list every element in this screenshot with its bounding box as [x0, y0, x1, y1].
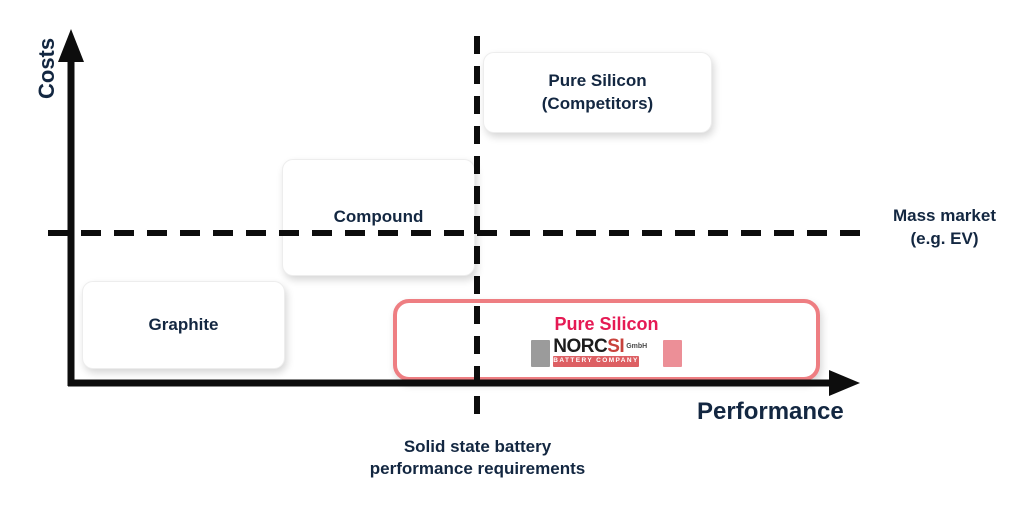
mass-market-annotation-line1: Mass market [892, 206, 996, 225]
norcsi-logo-banner: BATTERY COMPANY [553, 355, 639, 367]
norcsi-logo-text-block: NORC SI GmbH BATTERY COMPANY [553, 335, 654, 367]
item-box-graphite: Graphite [82, 281, 285, 369]
compound-label: Compound [333, 207, 424, 227]
mass-market-annotation-line2: (e.g. EV) [910, 228, 979, 248]
item-box-compound: Compound [282, 159, 475, 276]
mass-market-annotation: Mass market (e.g. EV) [867, 205, 1022, 251]
competitors-label-line2: (Competitors) [541, 93, 654, 113]
y-axis-arrow-icon [58, 29, 84, 62]
solid-state-annotation-line2: performance requirements [369, 459, 586, 479]
norcsi-logo-name-red: SI [607, 335, 625, 357]
norcsi-logo: NORC SI GmbH BATTERY COMPANY [531, 335, 682, 367]
x-axis-arrow-icon [829, 370, 860, 396]
norcsi-logo-gray-square-icon [531, 339, 551, 367]
solid-state-annotation: Solid state battery performance requirem… [345, 436, 610, 481]
item-box-pure-silicon-competitors: Pure Silicon (Competitors) [483, 52, 712, 133]
solid-state-annotation-line1: Solid state battery [403, 437, 552, 456]
graphite-label: Graphite [148, 314, 219, 334]
norcsi-logo-name-black: NORC [553, 335, 608, 357]
item-box-pure-silicon-norcsi: Pure Silicon NORC SI GmbH BATTERY COMPAN… [393, 299, 820, 381]
competitors-label-line1: Pure Silicon [548, 71, 647, 91]
norcsi-logo-pink-square-icon [662, 339, 682, 367]
y-axis-label: Costs [34, 37, 59, 99]
norcsi-box-title: Pure Silicon [554, 314, 659, 335]
x-axis-label: Performance [697, 398, 844, 425]
norcsi-logo-suffix: GmbH [626, 342, 648, 350]
